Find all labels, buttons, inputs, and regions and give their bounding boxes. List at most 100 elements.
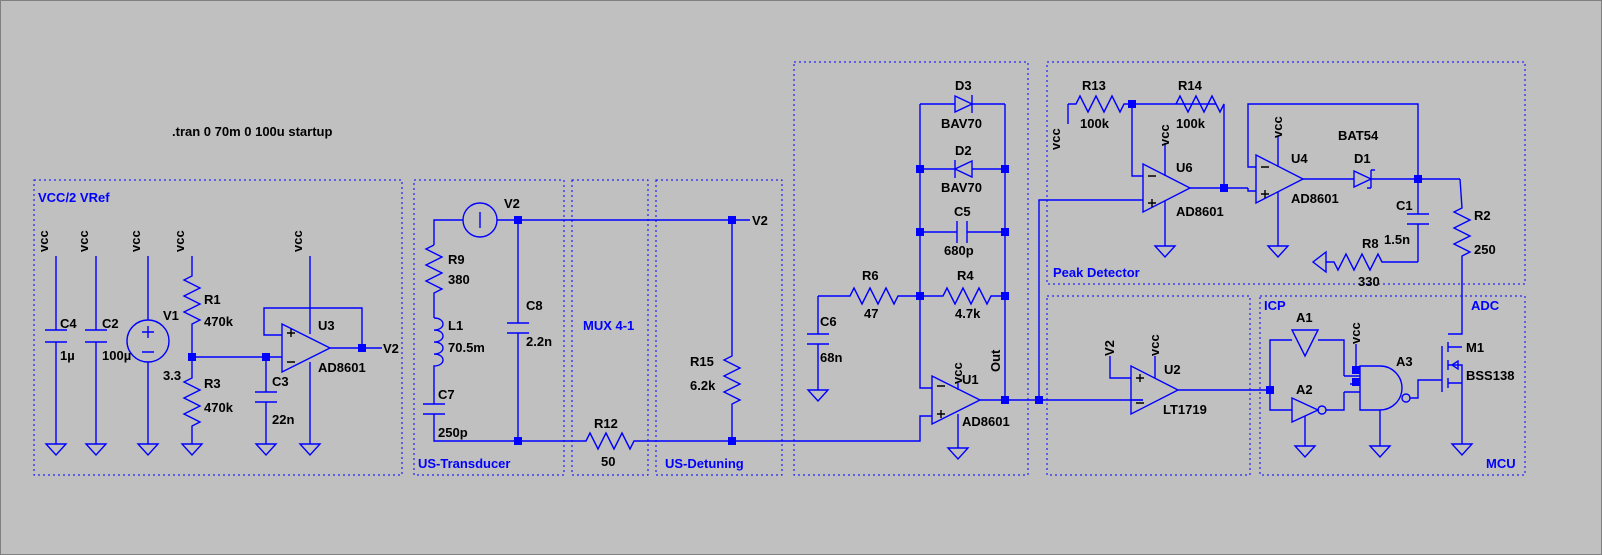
c7-value: 250p	[438, 425, 468, 440]
junction-d2-right	[1001, 165, 1009, 173]
r14-name: R14	[1178, 78, 1203, 93]
diode-d3[interactable]	[920, 94, 1005, 114]
vcc-label-u2: vcc	[1147, 334, 1162, 356]
capacitor-c2[interactable]	[84, 256, 108, 457]
simulation-directive[interactable]: .tran 0 70m 0 100u startup	[172, 124, 332, 139]
buffer-a1[interactable]	[1269, 329, 1345, 390]
resistor-r15[interactable]	[722, 220, 742, 441]
r6-name: R6	[862, 268, 879, 283]
junction-u6-out	[1220, 184, 1228, 192]
a1-name: A1	[1296, 310, 1313, 325]
c2-value: 100µ	[102, 348, 131, 363]
resistor-r9[interactable]	[424, 244, 444, 318]
resistor-r12[interactable]	[518, 431, 732, 451]
v1-name: V1	[163, 308, 179, 323]
inverter-a2[interactable]	[1269, 390, 1345, 459]
resistor-r8[interactable]	[1311, 250, 1418, 274]
c3-name: C3	[272, 374, 289, 389]
junction-a3-in1	[1352, 366, 1360, 374]
u4-name: U4	[1291, 151, 1308, 166]
a3-name: A3	[1396, 354, 1413, 369]
capacitor-c6[interactable]	[806, 296, 830, 403]
vcc-label-u4: vcc	[1270, 116, 1285, 138]
mosfet-m1[interactable]	[1441, 342, 1474, 457]
l1-value: 70.5m	[448, 340, 485, 355]
wire-out-to-peak	[1038, 199, 1143, 400]
peak-detector-label: Peak Detector	[1053, 265, 1140, 280]
peak-detector-block	[1046, 61, 1526, 285]
vcc-label-c4: vcc	[36, 230, 51, 252]
v2-net-label-comparator: V2	[1102, 340, 1117, 356]
resistor-r3[interactable]	[180, 357, 204, 457]
u2-value: LT1719	[1163, 402, 1207, 417]
capacitor-c7[interactable]	[423, 403, 518, 442]
d3-name: D3	[955, 78, 972, 93]
v2-source-name: V2	[504, 196, 520, 211]
feedback-rails	[919, 104, 1006, 296]
vref-block-label: VCC/2 VRef	[38, 190, 110, 205]
d1-value: BAT54	[1338, 128, 1379, 143]
r3-name: R3	[204, 376, 221, 391]
mcu-block	[1259, 295, 1526, 476]
u1-value: AD8601	[962, 414, 1010, 429]
voltage-source-v1[interactable]	[126, 256, 170, 457]
opamp-u3[interactable]	[263, 256, 382, 457]
diode-d1[interactable]	[1353, 169, 1460, 189]
vcc-label-c2: vcc	[76, 230, 91, 252]
c1-value: 1.5n	[1384, 232, 1410, 247]
c1-name: C1	[1396, 198, 1413, 213]
resistor-r14[interactable]	[1175, 94, 1225, 188]
r15-value: 6.2k	[690, 378, 716, 393]
d2-value: BAV70	[941, 180, 982, 195]
junction-a3-in2	[1352, 378, 1360, 386]
junction-d2-left	[916, 165, 924, 173]
capacitor-c5[interactable]	[920, 221, 1005, 243]
r2-name: R2	[1474, 208, 1491, 223]
c8-name: C8	[526, 298, 543, 313]
c6-name: C6	[820, 314, 837, 329]
resistor-r13[interactable]	[1068, 94, 1216, 114]
resistor-r1[interactable]	[182, 256, 202, 357]
r13-value: 100k	[1080, 116, 1110, 131]
amplifier-block	[793, 61, 1029, 476]
c8-value: 2.2n	[526, 334, 552, 349]
r6-value: 47	[864, 306, 878, 321]
nand-gate-a3[interactable]	[1344, 344, 1442, 459]
l1-name: L1	[448, 318, 463, 333]
diode-d2[interactable]	[920, 159, 1005, 179]
opamp-u4[interactable]	[1247, 103, 1419, 259]
v1-value: 3.3	[163, 368, 181, 383]
opamp-u6[interactable]	[1131, 104, 1248, 259]
vcc-label-v1: vcc	[128, 230, 143, 252]
c2-name: C2	[102, 316, 119, 331]
transducer-block	[413, 179, 565, 476]
capacitor-c3[interactable]	[254, 357, 278, 457]
r1-name: R1	[204, 292, 221, 307]
capacitor-c4[interactable]	[44, 256, 68, 457]
resistor-r4[interactable]	[920, 286, 1005, 306]
capacitor-c8[interactable]	[507, 220, 529, 441]
inductor-l1[interactable]	[433, 317, 444, 404]
junction-c5-right	[1001, 228, 1009, 236]
mux-block-label: MUX 4-1	[583, 318, 634, 333]
m1-name: M1	[1466, 340, 1484, 355]
comparator-u2[interactable]	[1109, 356, 1270, 416]
r2-value: 250	[1474, 242, 1496, 257]
r4-name: R4	[957, 268, 974, 283]
r13-name: R13	[1082, 78, 1106, 93]
c4-value: 1µ	[60, 348, 75, 363]
r8-value: 330	[1358, 274, 1380, 289]
vcc-label-u1: vcc	[950, 362, 965, 384]
r9-name: R9	[448, 252, 465, 267]
r3-value: 470k	[204, 400, 234, 415]
d1-name: D1	[1354, 151, 1371, 166]
adc-label: ADC	[1471, 298, 1500, 313]
transducer-block-label: US-Transducer	[418, 456, 510, 471]
resistor-r2[interactable]	[1448, 178, 1472, 335]
capacitor-c1[interactable]	[1407, 179, 1429, 262]
vcc-label-a3: vcc	[1348, 322, 1363, 344]
resistor-r6[interactable]	[818, 286, 920, 306]
vref-block	[33, 179, 403, 476]
v2-net-label-detuning: V2	[752, 213, 768, 228]
